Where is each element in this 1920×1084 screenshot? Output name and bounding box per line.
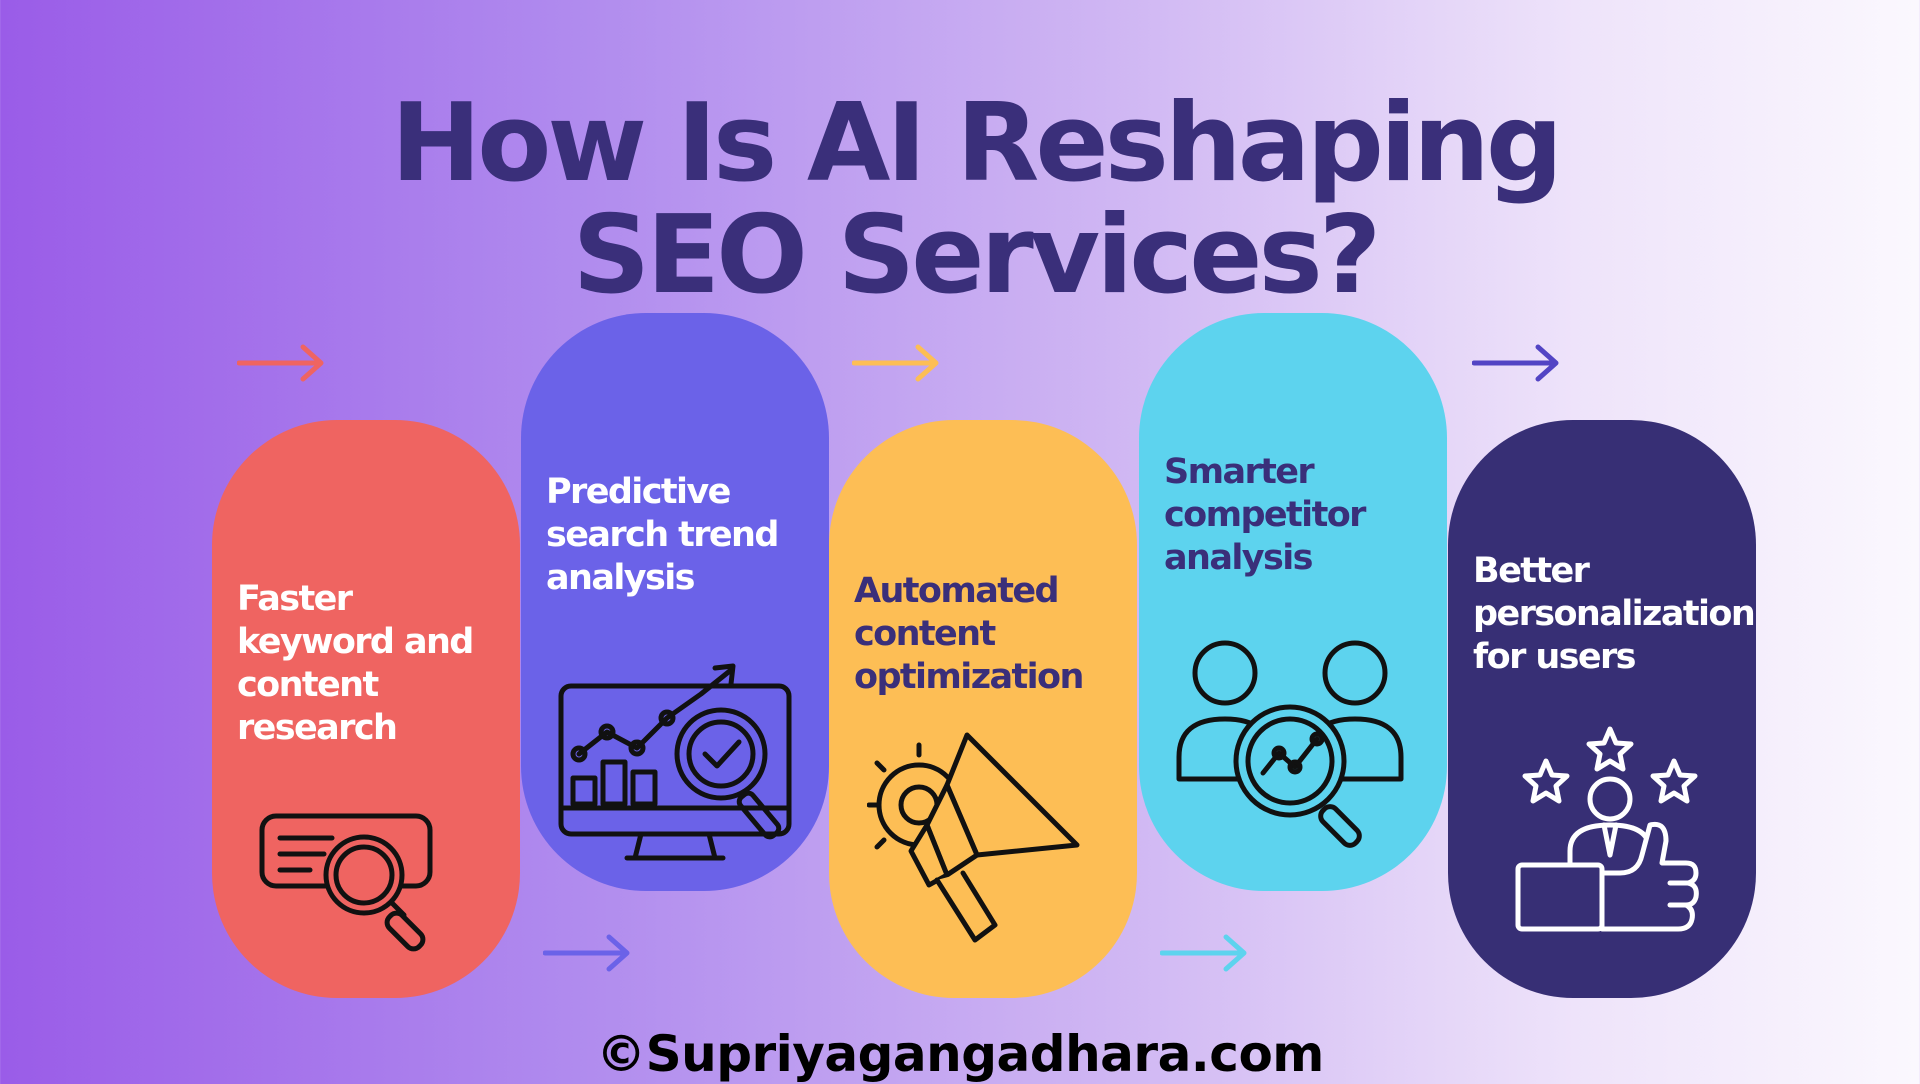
arrow-right-icon: [1160, 934, 1247, 972]
title-line-2: SEO Services?: [572, 193, 1382, 318]
megaphone-gear-icon: [867, 732, 1080, 943]
page-title: How Is AI Reshaping SEO Services?: [0, 88, 1920, 312]
card-label: Faster keyword and content research: [237, 579, 474, 748]
card-label: Better personalization for users: [1473, 551, 1756, 677]
trend-analysis-monitor-icon: [558, 663, 792, 861]
card-trend-analysis: Predictive search trend analysis: [521, 313, 829, 891]
card-label: Automated content optimization: [854, 571, 1084, 697]
arrow-right-icon: [543, 934, 630, 972]
title-line-1: How Is AI Reshaping: [390, 81, 1563, 206]
copyright-footer: ©Supriyagangadhara.com: [596, 1025, 1324, 1083]
card-competitor-analysis: Smarter competitor analysis: [1139, 313, 1447, 891]
user-rating-icon: [1515, 726, 1699, 932]
card-content-optimization: Automated content optimization: [829, 420, 1137, 998]
card-personalization: Better personalization for users: [1448, 420, 1756, 998]
arrow-right-icon: [852, 344, 939, 382]
card-keyword-research: Faster keyword and content research: [212, 420, 520, 998]
arrow-right-icon: [1472, 344, 1559, 382]
search-document-icon: [259, 813, 433, 952]
card-label: Smarter competitor analysis: [1164, 452, 1366, 578]
card-label: Predictive search trend analysis: [546, 472, 779, 598]
arrow-right-icon: [237, 344, 324, 382]
competitor-analysis-icon: [1176, 640, 1404, 848]
